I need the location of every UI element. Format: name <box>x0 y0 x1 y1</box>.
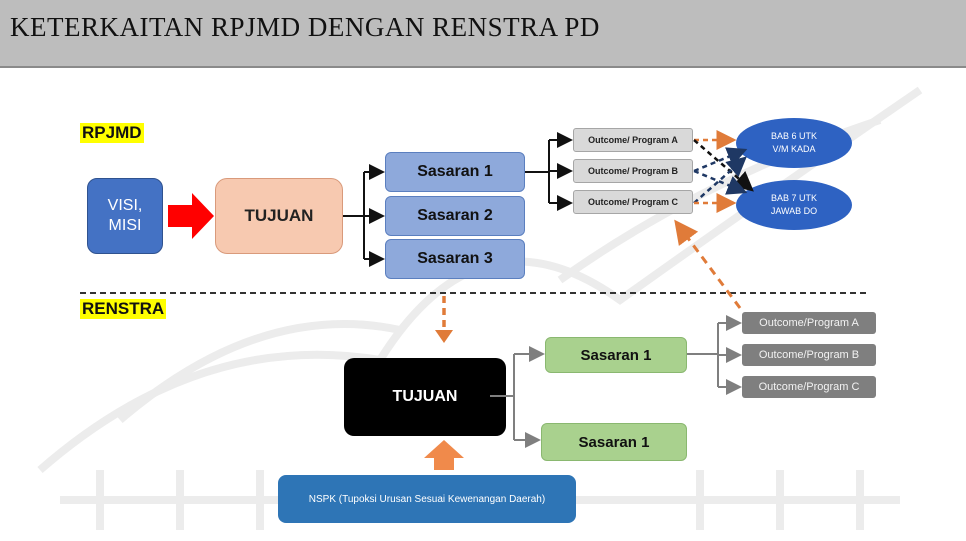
rpjmd-label: RPJMD <box>80 123 144 143</box>
renstra-sasaran-1a-box: Sasaran 1 <box>545 337 687 373</box>
rpjmd-outcome-a-box: Outcome/ Program A <box>573 128 693 152</box>
outcome-bab-connectors <box>693 130 754 213</box>
red-arrow <box>168 193 214 239</box>
renstra-sasaran-1b-box: Sasaran 1 <box>541 423 687 461</box>
renstra-outcome-b-box: Outcome/Program B <box>742 344 876 366</box>
page-title: KETERKAITAN RPJMD DENGAN RENSTRA PD <box>10 12 600 42</box>
rpjmd-tujuan-box: TUJUAN <box>215 178 343 254</box>
rpjmd-tujuan-connector <box>343 164 385 267</box>
renstra-sasaran-connector <box>687 315 742 395</box>
section-divider <box>80 292 866 294</box>
rpjmd-outcome-c-box: Outcome/ Program C <box>573 190 693 214</box>
renstra-to-rpjmd-dashed-arrow <box>674 219 742 309</box>
visi-misi-box: VISI, MISI <box>87 178 163 254</box>
renstra-tujuan-connector <box>490 346 545 448</box>
header-bar: KETERKAITAN RPJMD DENGAN RENSTRA PD <box>0 0 966 68</box>
bab-7-ellipse: BAB 7 UTK JAWAB DO <box>736 180 852 230</box>
bab-6-ellipse: BAB 6 UTK V/M KADA <box>736 118 852 168</box>
rpjmd-sasaran-connector <box>525 132 573 211</box>
rpjmd-sasaran-3-box: Sasaran 3 <box>385 239 525 279</box>
orange-down-arrow <box>435 330 453 343</box>
renstra-outcome-a-box: Outcome/Program A <box>742 312 876 334</box>
renstra-label: RENSTRA <box>80 299 167 319</box>
nspk-up-arrow <box>424 440 464 470</box>
renstra-outcome-c-box: Outcome/Program C <box>742 376 876 398</box>
renstra-tujuan-box: TUJUAN <box>344 358 506 436</box>
rpjmd-outcome-b-box: Outcome/ Program B <box>573 159 693 183</box>
nspk-box: NSPK (Tupoksi Urusan Sesuai Kewenangan D… <box>278 475 576 523</box>
rpjmd-sasaran-2-box: Sasaran 2 <box>385 196 525 236</box>
rpjmd-sasaran-1-box: Sasaran 1 <box>385 152 525 192</box>
